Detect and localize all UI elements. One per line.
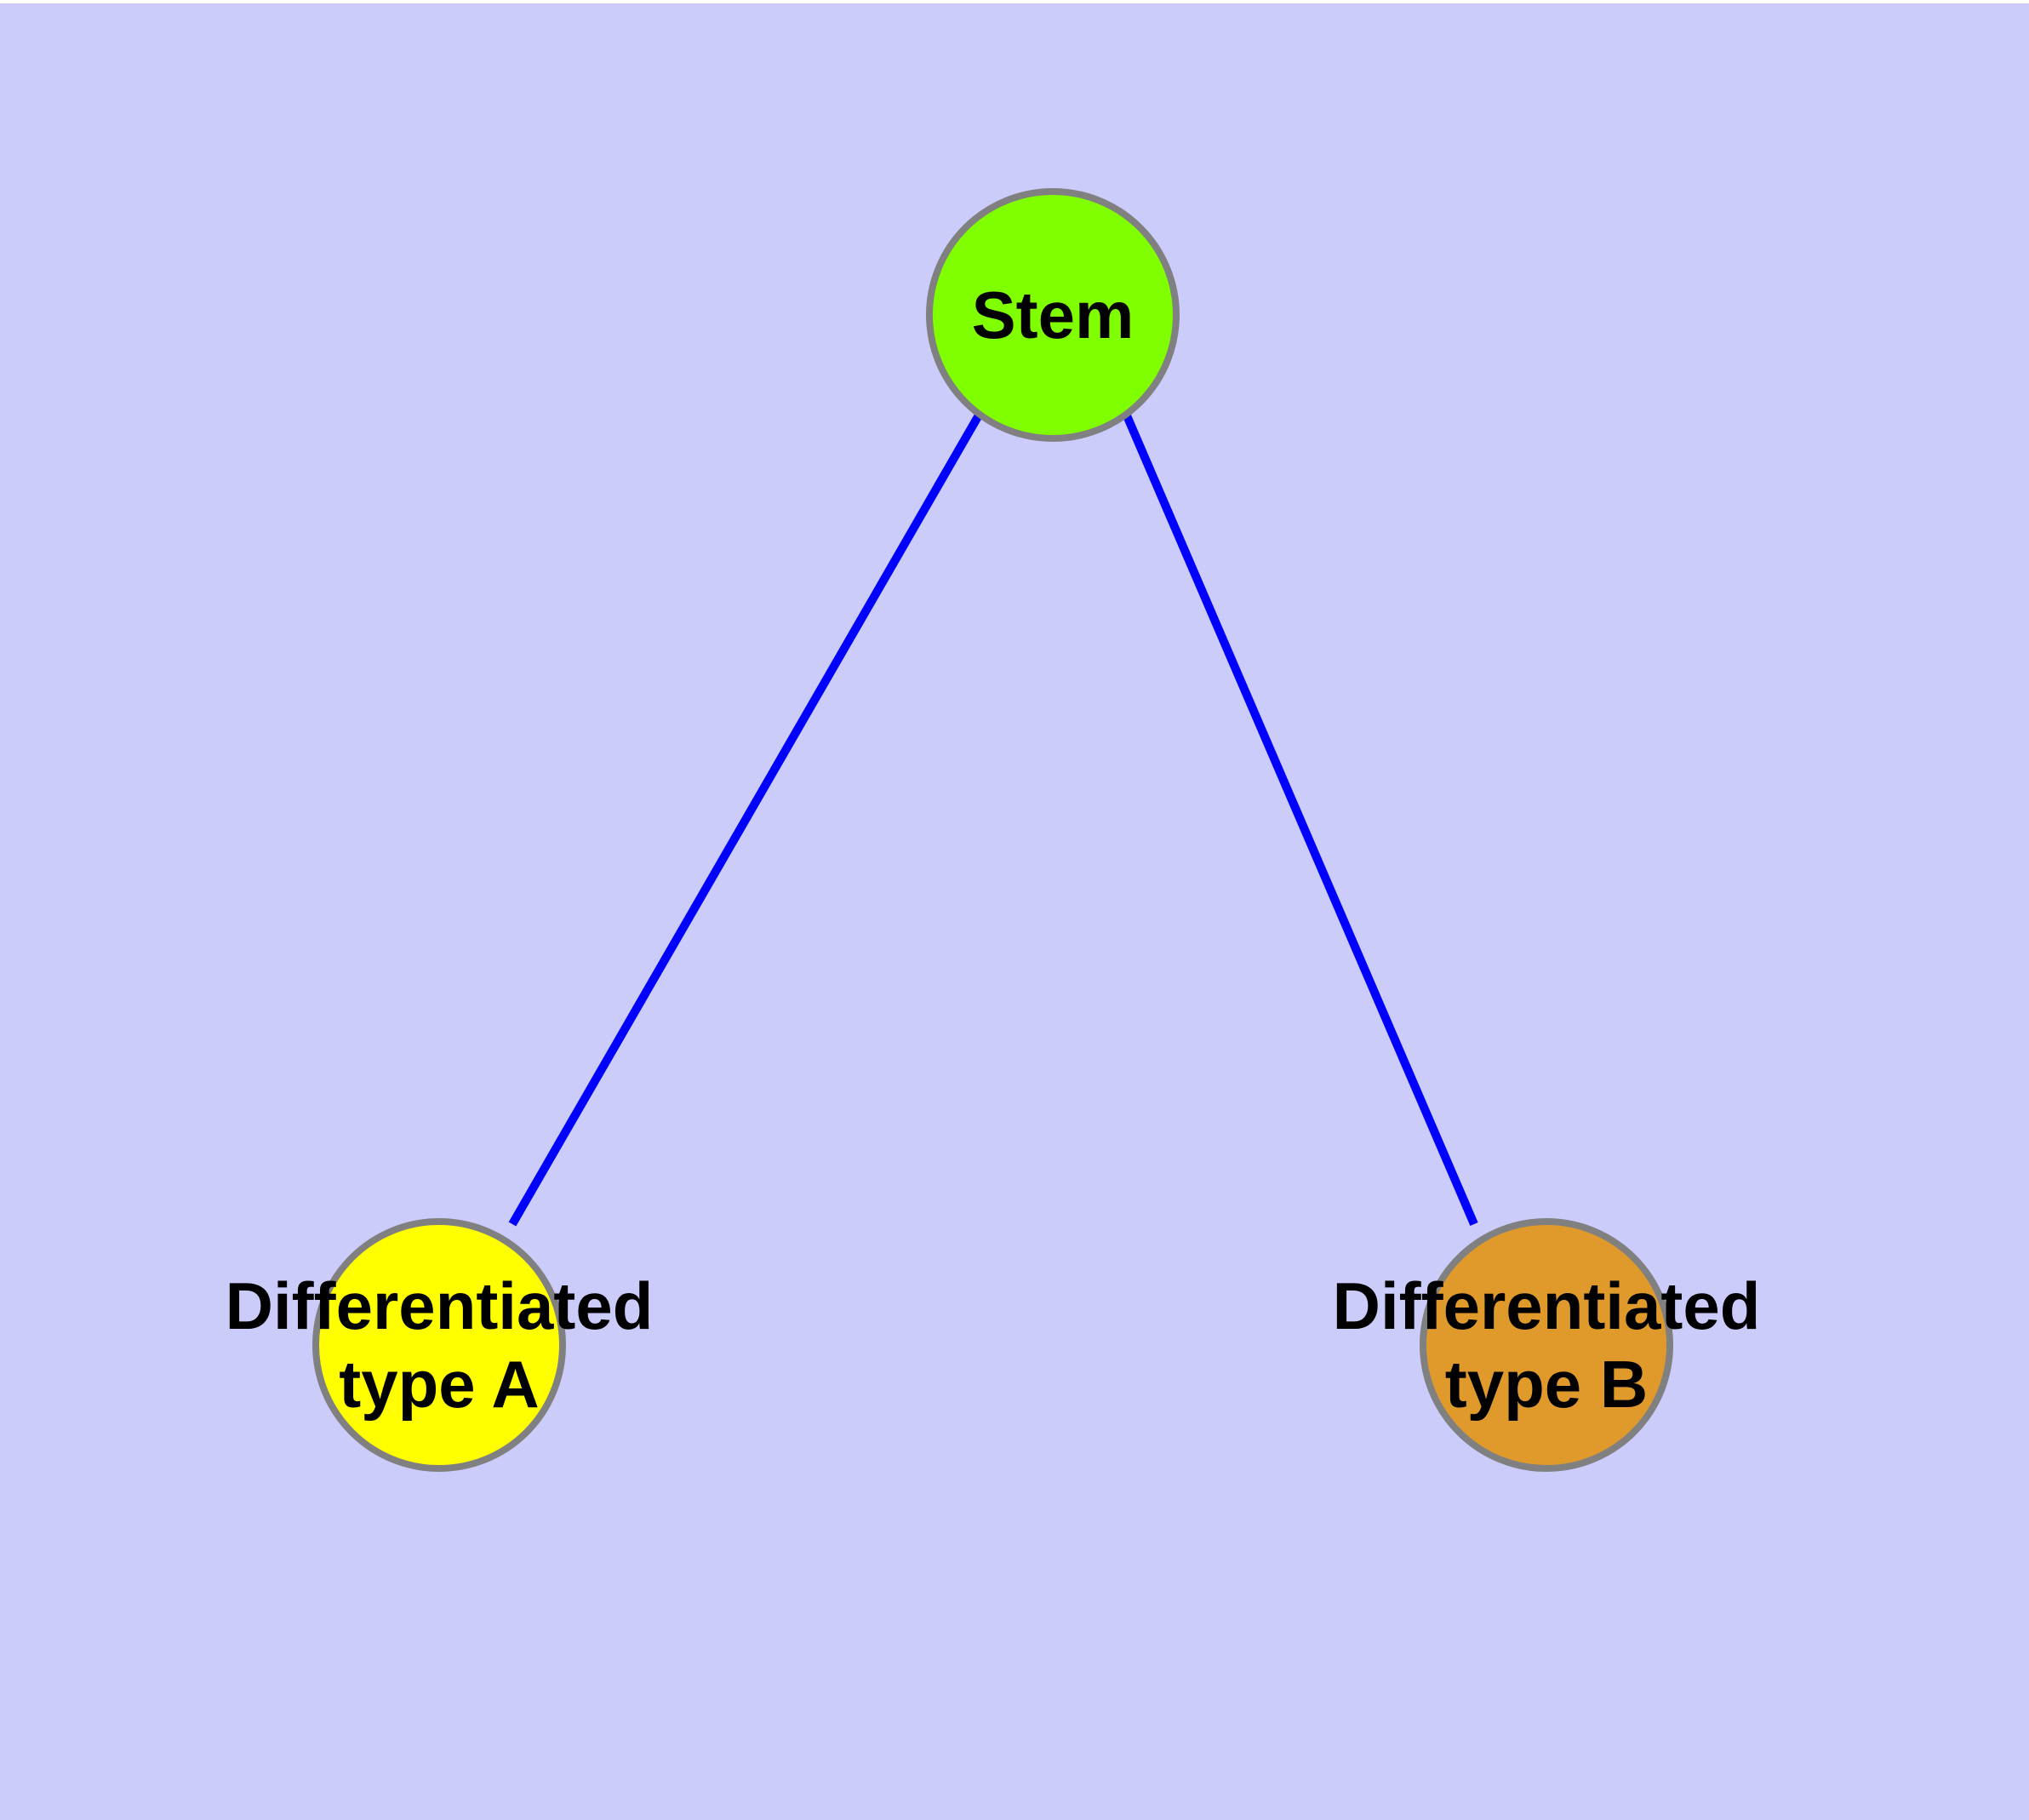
node-differentiated-type-a[interactable] <box>312 1218 566 1472</box>
node-layer <box>312 188 1673 1472</box>
edge-stem-to-differentiated-type-a <box>508 411 984 1227</box>
edge-stem-to-differentiated-type-b <box>1122 412 1478 1226</box>
edge-layer <box>508 411 1478 1227</box>
node-differentiated-type-b[interactable] <box>1420 1218 1673 1472</box>
node-stem[interactable] <box>926 188 1180 442</box>
